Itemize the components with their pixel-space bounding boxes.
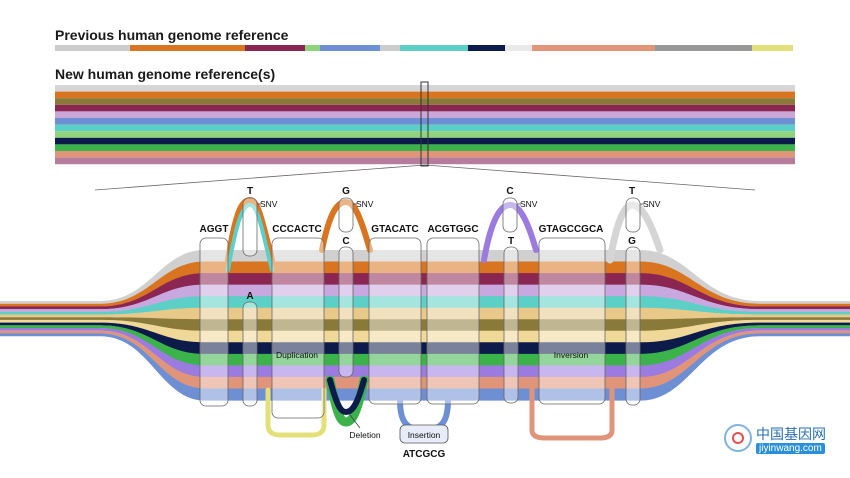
snv2-top-label: G [342,186,350,197]
insertion-box [399,424,449,444]
new-reference-band [55,111,795,118]
snv3-bottom-box [503,246,519,404]
haplotype-ribbon [0,322,850,355]
snv2-label: SNV [356,199,374,209]
zoom-line-right [424,164,756,191]
snv1-label: SNV [260,199,278,209]
previous-reference-segment [505,45,532,51]
snv4-bottom-box [625,246,641,406]
node-box-acgtggc [426,237,480,405]
previous-reference-segment [305,45,320,51]
haplotype-ribbon [0,296,850,315]
new-reference-band [55,151,795,158]
haplotype-ribbon [0,273,850,310]
node-label-gtagccgca: GTAGCCGCA [539,224,604,235]
sequence-nodes [199,197,644,444]
haplotype-ribbon [0,250,850,304]
insertion-label: Insertion [408,430,441,440]
haplotype-ribbons [0,250,850,401]
previous-reference-segment [400,45,468,51]
haplotype-ribbon [0,261,850,307]
node-label-cccactc: CCCACTC [272,224,321,235]
snv2-top-box [338,197,354,233]
snv4-bottom-label: G [628,236,636,247]
previous-reference-segment [752,45,793,51]
node-label-aggt: AGGT [200,224,229,235]
new-reference-band [55,144,795,151]
haplotype-ribbon [0,317,850,332]
previous-reference-segment [130,45,245,51]
haplotype-ribbon [0,307,850,320]
haplotype-ribbon [0,284,850,312]
duplication-loop [265,387,327,438]
previous-reference-segment [55,45,130,51]
snv4-loop [606,201,664,264]
snv4-top-box [625,197,641,233]
deletion-label: Deletion [349,430,380,440]
previous-reference-heading: Previous human genome reference [55,27,289,43]
snv3-top-label: C [506,186,513,197]
snv1-bottom-label: A [246,291,253,302]
new-reference-band [55,137,795,145]
snv2-bottom-label: C [342,236,349,247]
snv1-bottom-box [242,301,258,407]
snv2-bottom-box [338,246,354,378]
snv1-top-label: T [247,186,253,197]
node-labels: AGGT T SNV A CCCACTC G SNV C GTACATC ACG… [200,186,661,460]
haplotype-ribbon [0,325,850,366]
snv1-loop [226,202,274,272]
new-reference-heading: New human genome reference(s) [55,66,276,82]
snv1-loop [225,196,275,263]
snv2-loop [319,198,373,253]
new-reference-band [55,124,795,132]
node-box-cccactc [271,237,325,419]
previous-reference-segment [532,45,655,51]
snv3-loop [481,201,539,263]
watermark: 中国基因网 jiyinwang.com [722,420,840,460]
previous-reference-segment [468,45,505,51]
new-reference-band [55,85,795,92]
previous-reference-segment [380,45,400,51]
node-box-gtagccgca [538,237,606,405]
deletion-loop [327,377,367,416]
previous-reference-segment [320,45,380,51]
node-label-gtacatc: GTACATC [371,224,418,235]
new-reference-band [55,104,795,112]
previous-reference-segment [245,45,305,51]
watermark-title: 中国基因网 [756,427,826,443]
new-reference-band [55,157,795,165]
zoom-line-left [94,164,426,191]
snv3-bottom-label: T [508,236,514,247]
new-reference-band [55,98,795,105]
inversion-label: Inversion [554,350,589,360]
new-reference-bars [55,85,795,165]
snv4-label: SNV [643,199,661,209]
previous-reference-bar [55,45,793,51]
variant-loops [225,196,664,441]
snv4-top-label: T [629,186,635,197]
node-box-aggt [199,237,229,407]
haplotype-ribbon [0,319,850,343]
haplotype-ribbon [0,328,850,378]
new-reference-band [55,118,795,125]
duplication-label: Duplication [276,350,318,360]
watermark-url: jiyinwang.com [756,443,825,454]
zoom-window [420,81,429,167]
snv3-top-box [502,197,518,233]
new-reference-band [55,131,795,138]
watermark-logo-icon [724,424,752,452]
insertion-sequence-label: ATCGCG [403,449,446,460]
inversion-loop [529,382,615,441]
snv3-label: SNV [520,199,538,209]
snv1-top-box [242,197,258,257]
haplotype-ribbon [0,330,850,390]
previous-reference-segment [655,45,752,51]
new-reference-band [55,91,795,99]
node-label-acgtggc: ACGTGGC [427,224,478,235]
deletion-pointer [349,414,361,429]
node-box-gtacatc [368,237,422,405]
